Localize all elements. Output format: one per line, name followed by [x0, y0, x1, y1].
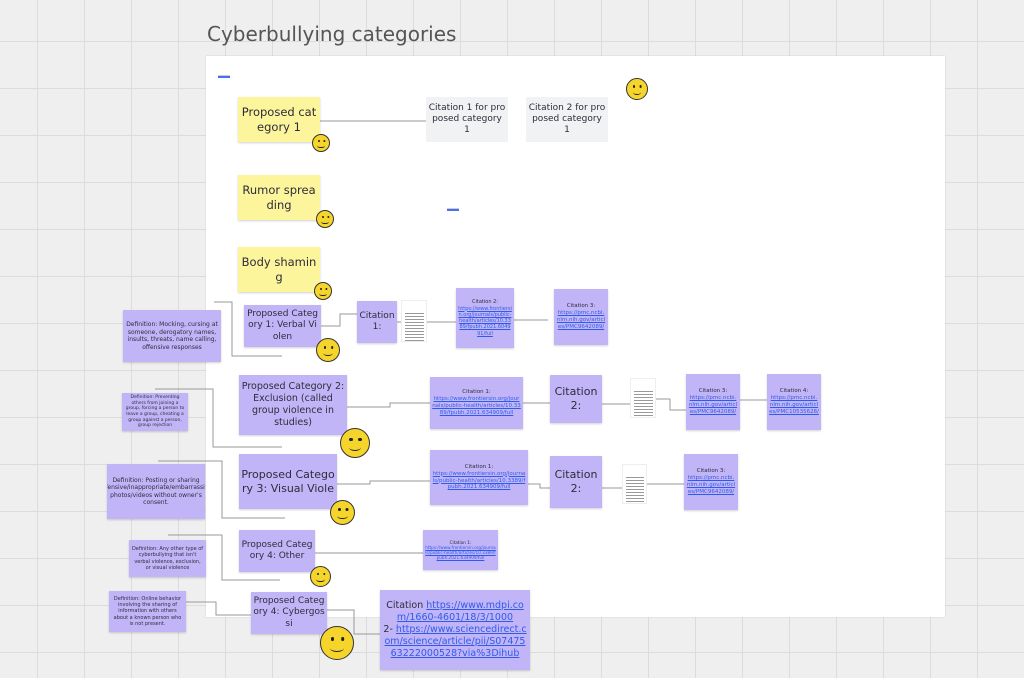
citation-link[interactable]: https://www.frontiersin.org/journals/pub…	[458, 305, 512, 337]
citation-link[interactable]: https://www.frontiersin.org/journals/pub…	[425, 544, 496, 561]
citation-card[interactable]: Citation 3:https://pmc.ncbi.nlm.nih.gov/…	[684, 454, 738, 510]
sticky-rumor-spreading[interactable]: Rumor spreading	[238, 175, 320, 220]
smiley-face-icon[interactable]	[312, 134, 330, 152]
category-verbal-violence[interactable]: Proposed Category 1: Verbal Violen	[244, 305, 321, 347]
tag-marker	[447, 208, 459, 211]
face-icon[interactable]	[330, 500, 355, 525]
citation-2-label[interactable]: Citation 2:	[550, 375, 602, 423]
citation-label: Citation 3:	[696, 468, 726, 475]
citation-label: Citation 3:	[698, 388, 728, 395]
citation-card[interactable]: Citation 4:https://pmc.ncbi.nlm.nih.gov/…	[767, 374, 821, 430]
definition-verbal-violence[interactable]: Definition: Mocking, cursing at someone,…	[123, 310, 221, 362]
definition-exclusion[interactable]: Definition: Preventing others from joini…	[122, 393, 188, 431]
citation-link[interactable]: https://pmc.ncbi.nlm.nih.gov/articles/PM…	[769, 395, 819, 415]
citation-link[interactable]: https://www.mdpi.com/1660-4601/18/3/1000	[396, 600, 524, 624]
citation-label: Citation 1:	[464, 463, 494, 470]
sticky-body-shaming[interactable]: Body shaming	[238, 247, 320, 292]
citation-card[interactable]: Citation 3:https://pmc.ncbi.nlm.nih.gov/…	[686, 374, 740, 430]
citation-card-cybergossip[interactable]: Citation https://www.mdpi.com/1660-4601/…	[380, 590, 530, 670]
citation-card[interactable]: Citation 1:https://www.frontiersin.org/j…	[430, 377, 523, 429]
citation-link[interactable]: https://pmc.ncbi.nlm.nih.gov/articles/PM…	[686, 475, 736, 495]
board-title: Cyberbullying categories	[207, 22, 457, 46]
category-other[interactable]: Proposed Category 4: Other	[239, 530, 315, 572]
category-exclusion[interactable]: Proposed Category 2: Exclusion (called g…	[239, 375, 347, 435]
definition-other[interactable]: Definition: Any other type of cyberbully…	[129, 540, 206, 577]
citation-label: Citation 1:	[462, 389, 491, 396]
smiley-face-icon[interactable]	[320, 626, 354, 660]
citation-link[interactable]: https://pmc.ncbi.nlm.nih.gov/articles/PM…	[688, 395, 738, 415]
citation-link[interactable]: https://www.frontiersin.org/journals/pub…	[432, 470, 526, 491]
sticky-citation-1[interactable]: Citation 1 for proposed category 1	[426, 97, 508, 142]
citation-card[interactable]: Citation 1:https://www.frontiersin.org/j…	[430, 450, 528, 505]
definition-visual-violence[interactable]: Definition: Posting or sharing offensive…	[107, 464, 205, 519]
smiley-face-icon[interactable]	[314, 282, 332, 300]
smiley-face-icon[interactable]	[316, 210, 334, 228]
document-thumbnail[interactable]	[630, 378, 656, 418]
definition-cybergossip[interactable]: Definition: Online behavior involving th…	[109, 591, 186, 632]
citation-label: Citation 4:	[779, 388, 809, 395]
citation-link[interactable]: https://www.frontiersin.org/journals/pub…	[432, 396, 521, 416]
category-visual-violence[interactable]: Proposed Category 3: Visual Viole	[239, 454, 337, 509]
document-thumbnail[interactable]	[622, 464, 647, 504]
face-icon[interactable]	[310, 566, 331, 587]
citation-link[interactable]: https://pmc.ncbi.nlm.nih.gov/articles/PM…	[556, 310, 606, 330]
smiley-face-icon[interactable]	[626, 78, 648, 100]
citation-label: Citation 3:	[566, 303, 596, 310]
bull-face-icon[interactable]	[340, 428, 370, 458]
citation-card[interactable]: Citation 2:https://www.frontiersin.org/j…	[456, 288, 514, 348]
citation-label: 2-	[383, 624, 393, 636]
citation-2-label[interactable]: Citation 2:	[550, 456, 602, 508]
document-thumbnail[interactable]	[401, 300, 427, 342]
category-cybergossip[interactable]: Proposed Category 4: Cybergossi	[251, 592, 327, 634]
citation-link[interactable]: https://www.sciencedirect.com/science/ar…	[384, 624, 527, 659]
citation-label: Citation 2:	[472, 299, 498, 306]
citation-card[interactable]: Citation 1:https://www.frontiersin.org/j…	[423, 530, 498, 570]
citation-card[interactable]: Citation 3:https://pmc.ncbi.nlm.nih.gov/…	[554, 289, 608, 345]
citation-label: Citation	[386, 600, 424, 612]
sticky-citation-2[interactable]: Citation 2 for proposed category 1	[526, 97, 608, 142]
sticky-proposed-category-1[interactable]: Proposed category 1	[238, 97, 320, 142]
citation-label: Citation 1:	[449, 539, 472, 545]
tag-marker	[218, 75, 230, 78]
bull-face-icon[interactable]	[316, 338, 340, 362]
citation-1-label[interactable]: Citation 1:	[357, 301, 397, 343]
